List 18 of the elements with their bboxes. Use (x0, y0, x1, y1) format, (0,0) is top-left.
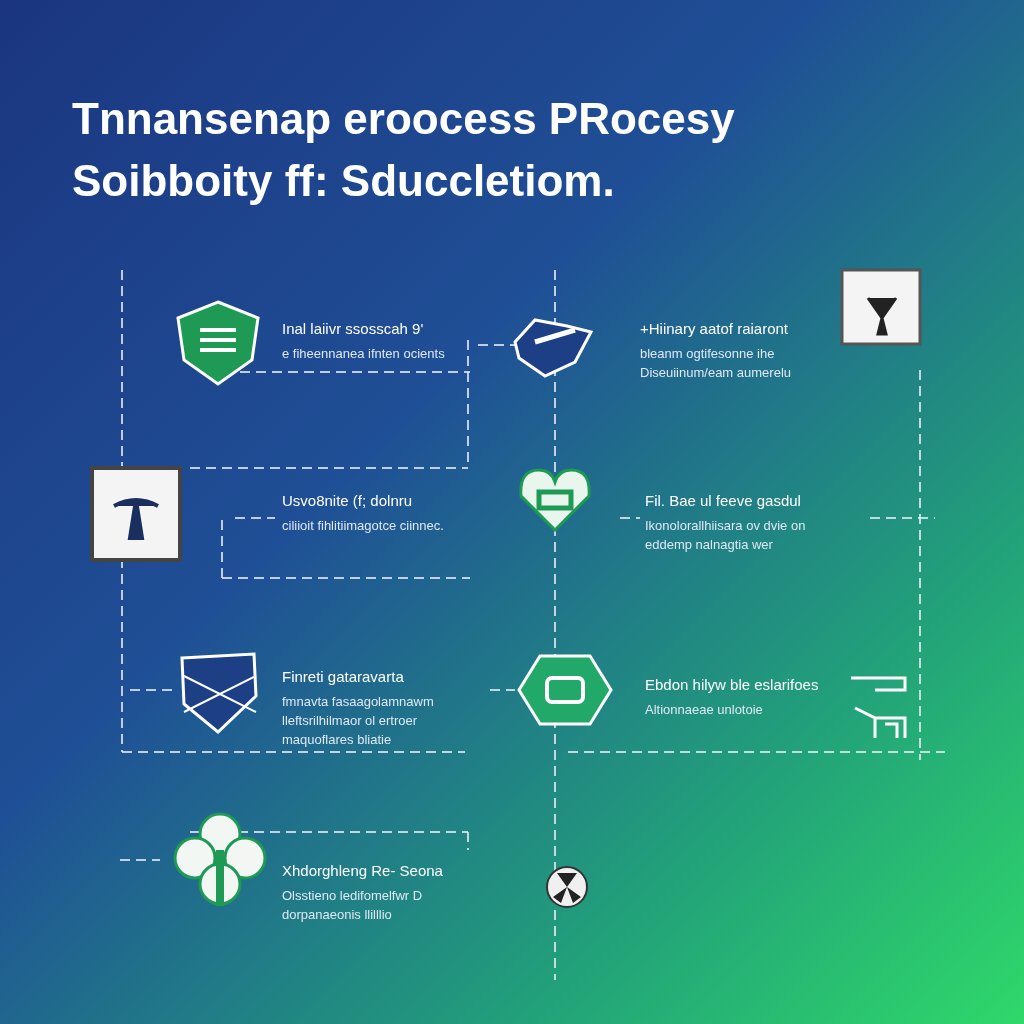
step-heading: Fil. Bae ul feeve gasdul (645, 492, 802, 509)
fan-icon (545, 865, 590, 910)
step-description: bleanm ogtifesonne ihe Diseuiinum/eam aumerelu (640, 345, 792, 382)
step-description: ciliioit fihlitiimagotce ciinnec. (282, 517, 445, 535)
step-description: Olsstieno ledifomelfwr D dorpanaeonis llilllio (282, 887, 424, 924)
step-heading: Usvo8nite (f; dolnru (282, 492, 414, 509)
step-heading: +Hiinary aatof raiaront (640, 320, 789, 337)
step-heading: Finreti gataravarta (282, 668, 405, 685)
step-description: Altionnaeae unlotoie (645, 701, 764, 719)
step-heading: Ebdon hilyw ble eslarifoes (645, 676, 820, 693)
step-description: Ikonolorallhiisara ov dvie on eddemp nalnagtia wer (645, 517, 807, 554)
step-description: fmnavta fasaagolamnawm lleftsrilhilmaor ol ertroer maquoflares bliatie (282, 693, 435, 749)
window-icon (840, 268, 922, 346)
frame-icon (90, 466, 182, 562)
title: Tnnansenap eroocess PRocesy Soibboity ff: Sduccletiom. (72, 93, 736, 207)
step-description: e fiheennanea ifnten ocients (282, 345, 446, 363)
step-heading: Xhdorghleng Re- Seona (282, 862, 444, 879)
step-heading: Inal laiivr ssosscah 9' (282, 320, 425, 337)
